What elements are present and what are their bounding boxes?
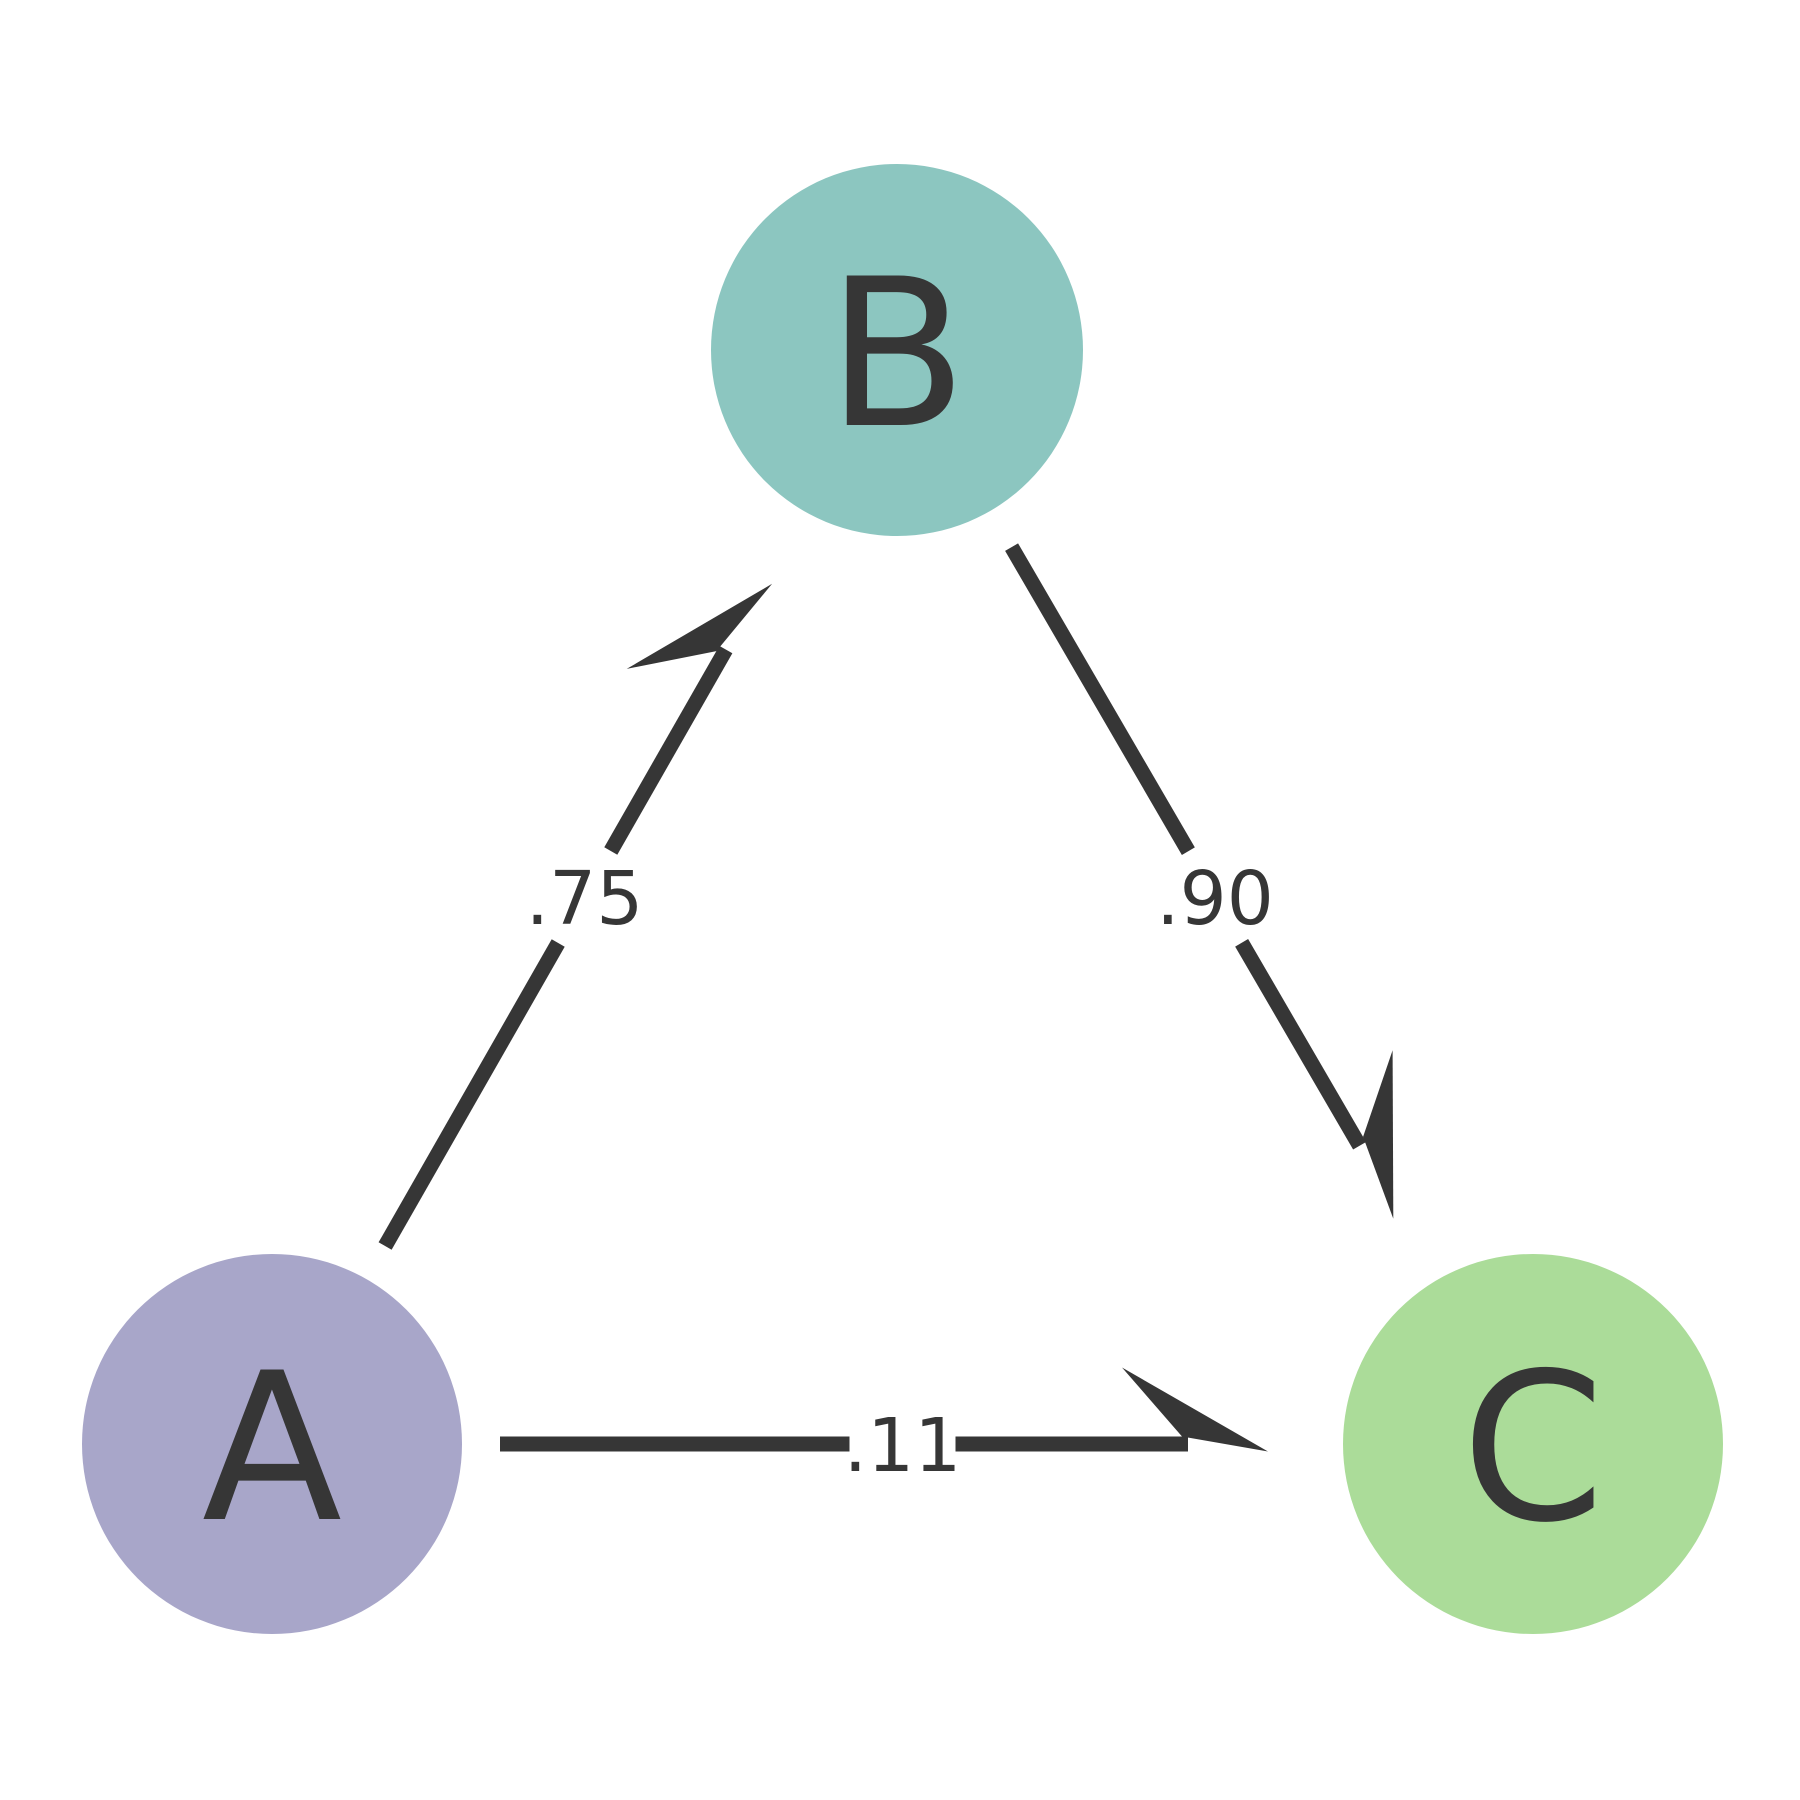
edge-a-c-label: .11: [844, 1403, 962, 1489]
edge-b-c-shaft-segment-1: [1005, 543, 1195, 855]
node-a-label: A: [202, 1330, 342, 1568]
node-b-circle: [711, 164, 1083, 536]
edge-a-c-arrowhead-icon: [1122, 1367, 1268, 1452]
node-b-label: B: [827, 236, 968, 474]
edge-b-c-label: .90: [1156, 856, 1274, 942]
node-c-circle: [1343, 1254, 1723, 1634]
edge-b-c-arrowhead-icon: [1363, 1050, 1394, 1219]
edge-a-b-arrowhead-icon: [626, 583, 773, 669]
edge-b-c-shaft-segment-2: [1235, 939, 1367, 1150]
edge-a-b-shaft-segment-1: [378, 939, 565, 1250]
node-c-label: C: [1461, 1330, 1604, 1568]
edge-a-b-shaft-segment-2: [604, 645, 733, 855]
edge-a-b-label: .75: [526, 856, 644, 942]
node-a-circle: [82, 1254, 462, 1634]
